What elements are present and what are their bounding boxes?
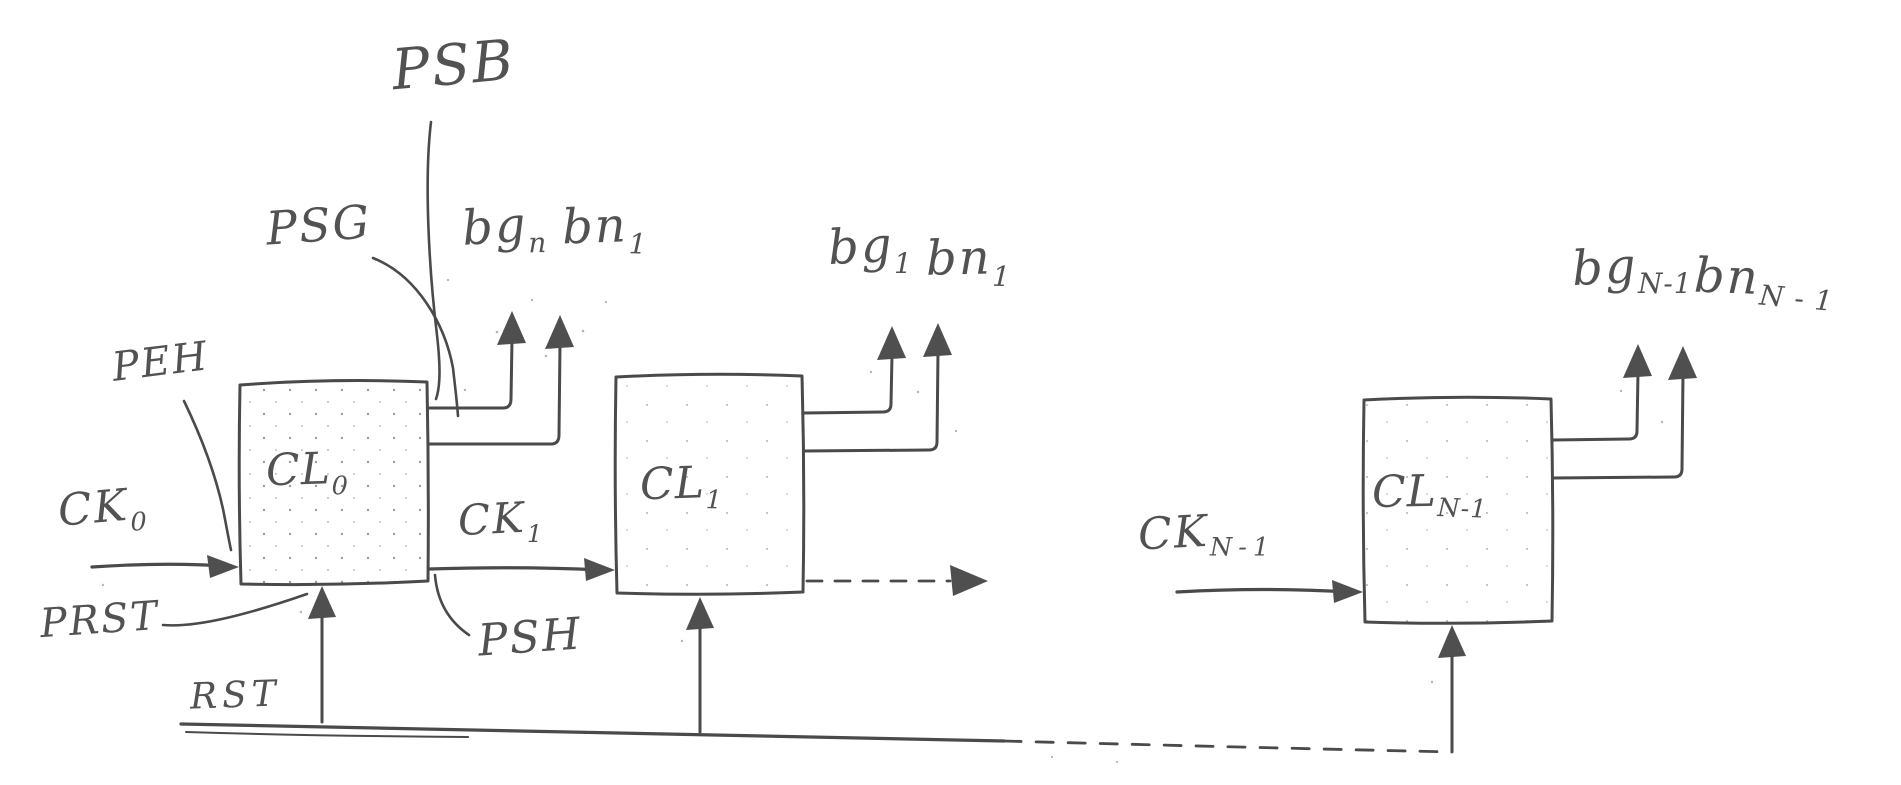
- label-prst: PRST: [38, 592, 161, 648]
- label-ck0-text: CK: [55, 479, 131, 537]
- block-label-cl0-text: CL: [265, 443, 332, 497]
- wire-cl1-bn-output: [802, 323, 952, 453]
- block-label-cl1: CL1: [639, 457, 723, 515]
- label-bg-cln1-text: bg: [1570, 237, 1639, 298]
- block-label-cl0: CL0: [265, 443, 349, 501]
- label-bg-cl1-sub: 1: [894, 246, 914, 280]
- block-label-cln1: CLN-1: [1371, 465, 1488, 525]
- label-ck1: CK1: [456, 492, 543, 548]
- label-ckn1-sub: N-1: [1209, 532, 1275, 563]
- label-bn-cln1: bnN - 1: [1693, 248, 1834, 318]
- wire-rst-bus: [179, 722, 1454, 754]
- label-bn-cl1-sub: 1: [991, 259, 1012, 294]
- label-bn-cl1: bn1: [926, 230, 1012, 294]
- leader-psh: [433, 573, 471, 637]
- label-bg-cl0-text: bg: [460, 196, 530, 257]
- leader-peh: [182, 399, 233, 552]
- label-prst-text: PRST: [38, 592, 161, 648]
- leader-psg: [371, 256, 460, 418]
- label-psg-text: PSG: [264, 194, 373, 256]
- wire-cl1-bg-output: [802, 326, 906, 415]
- label-ck0-sub: 0: [129, 507, 148, 538]
- wire-rst-riser-cl1: [686, 597, 714, 734]
- wire-cl0-bg-output: [426, 311, 526, 410]
- label-bn-cl0-sub: 1: [628, 227, 648, 261]
- label-bn-cl0: bn1: [561, 197, 647, 260]
- label-ck1-sub: 1: [526, 519, 543, 549]
- label-bn-cl1-text: bn: [925, 229, 993, 287]
- block-cl1: [613, 372, 806, 596]
- block-label-cln1-sub: N-1: [1436, 493, 1488, 525]
- label-bg-cl0-sub: n: [528, 226, 548, 260]
- label-psg: PSG: [264, 194, 373, 255]
- label-rst: RST: [189, 673, 282, 718]
- label-ckn1: CKN-1: [1137, 506, 1275, 563]
- label-bg-cl1: bg1: [827, 217, 914, 280]
- label-bn-cl0-text: bn: [561, 197, 629, 256]
- block-label-cl0-sub: 0: [331, 471, 350, 502]
- label-ck0: CK0: [56, 480, 148, 538]
- wire-rst-riser-cl0: [308, 586, 336, 724]
- wire-cl0-bn-output: [426, 315, 574, 446]
- block-label-cl1-text: CL: [639, 457, 706, 511]
- leader-prst: [161, 592, 309, 627]
- wire-cln1-bg-output: [1551, 344, 1652, 442]
- block-label-cl1-sub: 1: [705, 485, 724, 516]
- wire-ck0: [90, 555, 239, 578]
- wire-dashed-continuation: [805, 565, 988, 596]
- wire-rst-riser-cln1: [1438, 625, 1466, 753]
- label-psh: PSH: [476, 608, 583, 666]
- label-bn-cln1-text: bn: [1693, 247, 1761, 306]
- leader-psb: [426, 120, 441, 401]
- label-psb: PSB: [389, 28, 517, 103]
- label-peh-text: PEH: [109, 333, 212, 391]
- label-bg-cln1: bgN-1: [1571, 238, 1693, 300]
- label-ckn1-text: CK: [1136, 505, 1210, 561]
- wire-ck1: [427, 558, 615, 581]
- label-bg-cl1-text: bg: [826, 216, 895, 277]
- label-bg-cl0: bgn: [460, 196, 548, 259]
- wire-ckn1: [1175, 580, 1363, 603]
- label-bn-cln1-sub: N - 1: [1757, 278, 1835, 318]
- block-label-cln1-text: CL: [1371, 465, 1438, 519]
- pencil-speckles: [101, 278, 1664, 764]
- label-ck1-text: CK: [456, 492, 527, 546]
- label-peh: PEH: [109, 333, 212, 391]
- label-bg-cln1-sub: N-1: [1638, 266, 1693, 300]
- label-rst-text: RST: [189, 673, 282, 718]
- label-psb-text: PSB: [389, 27, 518, 104]
- label-psh-text: PSH: [476, 608, 584, 667]
- block-cl0: [237, 379, 430, 587]
- block-cln1: [1361, 395, 1555, 625]
- wire-cln1-bn-output: [1551, 346, 1697, 480]
